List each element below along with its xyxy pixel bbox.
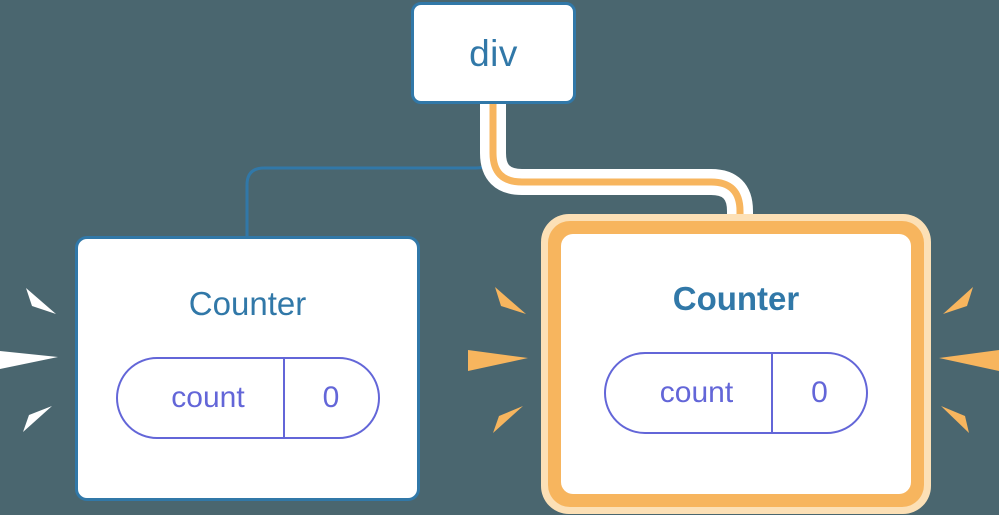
state-key-label: count xyxy=(659,376,734,409)
node-counter-right-highlight-ring: Counter count 0 xyxy=(548,221,924,507)
spark-ray-icon xyxy=(941,406,969,433)
state-value-label: 0 xyxy=(282,359,378,437)
spark-ray-icon xyxy=(26,288,56,314)
state-pill-counter-left: count 0 xyxy=(115,357,380,439)
edge-div-to-counter-right xyxy=(489,100,744,248)
spark-ray-icon xyxy=(493,406,523,433)
node-div-label: div xyxy=(469,32,518,74)
node-counter-right[interactable]: Counter count 0 xyxy=(561,234,911,494)
node-counter-right-label: Counter xyxy=(672,280,800,317)
edge-div-to-counter-left xyxy=(245,103,495,238)
spark-ray-icon xyxy=(495,287,526,314)
state-pill-counter-right: count 0 xyxy=(604,352,868,434)
state-key-label: count xyxy=(171,381,245,414)
spark-burst-left-white xyxy=(0,288,58,432)
spark-ray-icon xyxy=(939,350,999,371)
spark-ray-icon xyxy=(23,406,52,432)
node-counter-left[interactable]: Counter count 0 xyxy=(75,236,420,501)
node-counter-left-label: Counter xyxy=(188,285,307,322)
spark-burst-middle-orange xyxy=(468,287,528,433)
node-div[interactable]: div xyxy=(411,2,576,104)
spark-burst-right-orange xyxy=(939,287,999,433)
spark-ray-icon xyxy=(468,350,528,371)
state-value-label: 0 xyxy=(771,354,866,432)
spark-ray-icon xyxy=(0,351,58,369)
spark-ray-icon xyxy=(943,287,973,314)
node-counter-right-highlight-glow: Counter count 0 xyxy=(541,214,931,514)
